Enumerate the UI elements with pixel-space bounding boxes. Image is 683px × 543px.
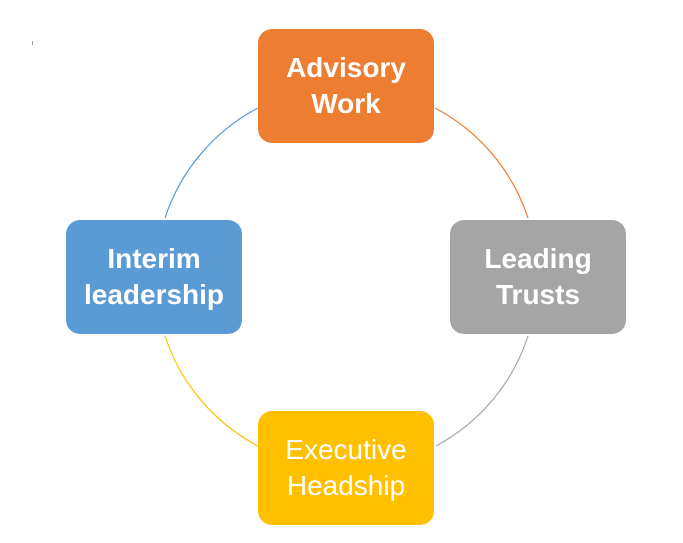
node-interim-line-2: leadership bbox=[83, 279, 225, 310]
connector-interim-to-advisory bbox=[164, 107, 259, 219]
node-leading-line-1: Leading bbox=[484, 243, 592, 274]
node-executive-headship: Executive Headship bbox=[258, 411, 434, 525]
node-interim-line-1: Interim bbox=[107, 243, 201, 274]
stray-tick-mark bbox=[32, 41, 33, 45]
node-advisory-line-1: Advisory bbox=[286, 52, 406, 83]
connector-advisory-to-leading bbox=[434, 107, 529, 219]
node-executive-line-2: Headship bbox=[286, 470, 406, 501]
node-advisory-work: Advisory Work bbox=[258, 29, 434, 143]
connector-leading-to-executive bbox=[435, 335, 529, 447]
node-executive-line-1: Executive bbox=[285, 434, 407, 465]
node-leading-trusts: Leading Trusts bbox=[450, 220, 626, 334]
connector-executive-to-interim bbox=[164, 335, 259, 447]
node-advisory-line-2: Work bbox=[311, 88, 381, 119]
node-leading-line-2: Trusts bbox=[495, 279, 581, 310]
node-interim-leadership: Interim leadership bbox=[66, 220, 242, 334]
